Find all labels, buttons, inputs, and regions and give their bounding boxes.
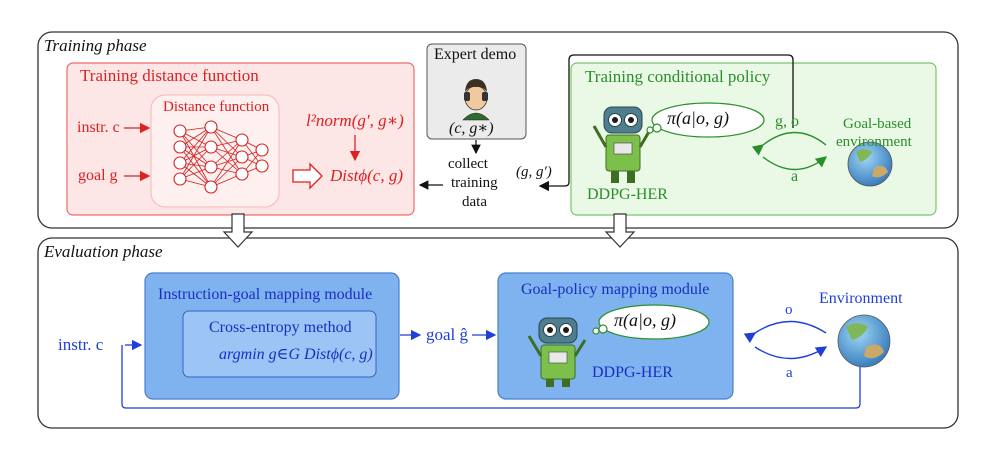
expert-demo-title: Expert demo [434, 46, 517, 63]
robot-icon [592, 106, 652, 183]
gpm-title: Goal-policy mapping module [521, 281, 710, 298]
dist-label: Distϕ(c, g) [330, 166, 404, 185]
network-output-arrow [292, 162, 323, 190]
cross-entropy-box [182, 310, 377, 378]
agent-to-env-arrow [762, 156, 828, 171]
policy-to-collect-arrow [538, 54, 794, 192]
training-phase-label: Training phase [44, 36, 147, 55]
instr-input-label: instr. c [77, 119, 120, 136]
phase-down-arrow-left [222, 213, 254, 248]
obs-label: o [785, 302, 793, 318]
earth-eval-icon [837, 314, 891, 368]
network-label: Distance function [163, 99, 270, 115]
expert-pair-label: (c, g∗) [449, 120, 494, 137]
env-to-instr-loop [121, 345, 861, 409]
pair-label: (g, g′) [516, 164, 552, 180]
eval-policy-label: π(a|o, g) [614, 310, 676, 330]
thought-cloud [646, 102, 765, 138]
igm-title: Instruction-goal mapping module [158, 286, 373, 303]
evaluation-phase-panel [37, 237, 959, 429]
env-label-line1: Goal-based [843, 116, 912, 132]
down-label: a [791, 168, 799, 185]
distance-box-title: Training distance function [80, 66, 259, 85]
cross-entropy-label: Cross-entropy method [209, 319, 352, 336]
collect-label: collect [448, 156, 488, 172]
eval-instr-label: instr. c [58, 335, 104, 354]
policy-box-title: Training conditional policy [585, 67, 771, 86]
agent-act-arrow [754, 346, 828, 360]
norm-label: l²norm(g′, g∗) [306, 111, 404, 130]
training-label: training [451, 175, 498, 191]
phase-down-arrow-right [604, 213, 636, 248]
conditional-policy-box [570, 62, 937, 216]
expert-avatar-icon [462, 79, 490, 121]
thought-cloud-eval [592, 304, 710, 340]
training-phase-panel [37, 31, 959, 229]
up-label: g, o [775, 113, 799, 130]
environment-label: Environment [819, 290, 903, 307]
env-to-agent-arrow [751, 131, 827, 156]
eval-agent-label: DDPG-HER [592, 364, 673, 381]
env-obs-arrow [743, 320, 827, 344]
policy-label: π(a|o, g) [667, 108, 729, 128]
env-label-line2: environment [836, 134, 912, 150]
robot-eval-icon [527, 317, 587, 387]
goal-hat-label: goal ĝ [426, 325, 469, 344]
act-label: a [786, 365, 793, 381]
earth-icon [847, 141, 893, 187]
evaluation-phase-label: Evaluation phase [44, 242, 163, 261]
data-label: data [462, 194, 487, 210]
agent-label: DDPG-HER [587, 186, 668, 203]
goal-input-label: goal g [78, 167, 118, 184]
argmin-label: argmin g∈G Distϕ(c, g) [219, 346, 373, 363]
